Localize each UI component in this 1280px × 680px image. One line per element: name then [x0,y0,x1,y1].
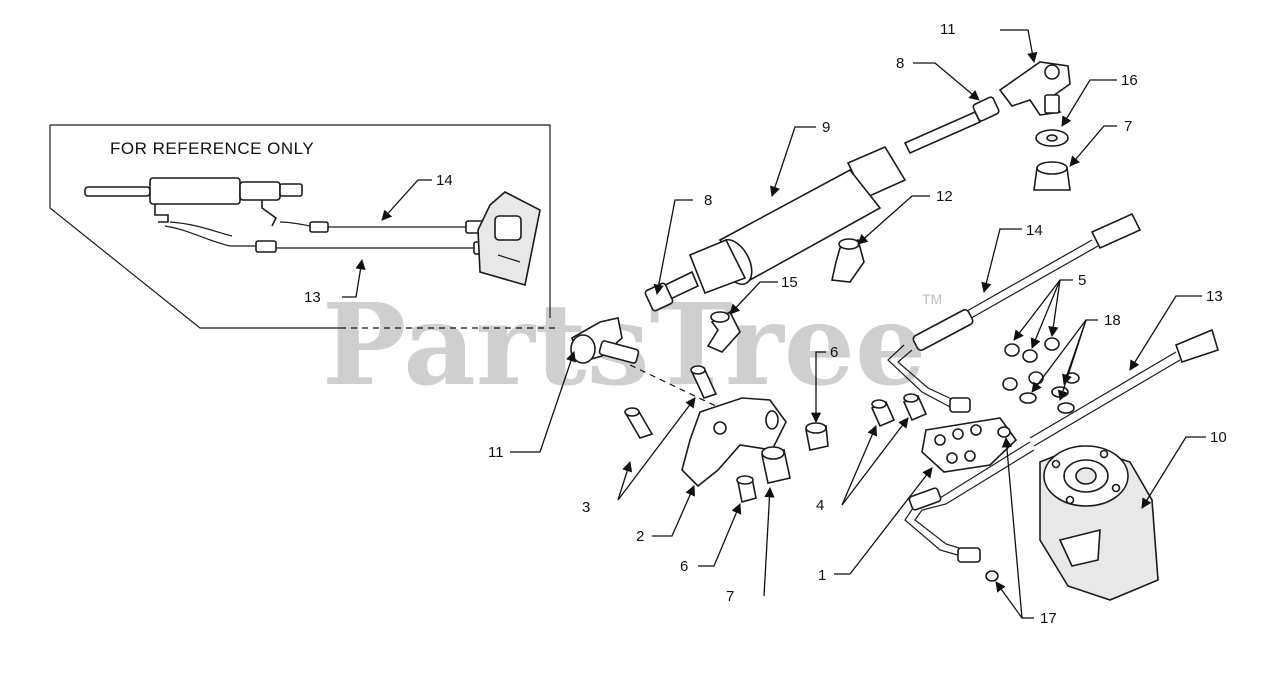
callout-10: 10 [1210,429,1227,446]
steering-cylinder [644,110,982,312]
callout-12: 12 [936,188,953,205]
callout-3: 3 [582,499,590,516]
callout-4: 4 [816,497,824,514]
reference-box-border [50,124,551,318]
leader-lines [342,29,1206,619]
reference-box-border-left [49,125,340,329]
callout-13-right: 13 [1206,288,1223,305]
callout-1: 1 [818,567,826,584]
bolts-3 [624,365,718,439]
callout-8-top: 8 [896,55,904,72]
fittings-4 [870,393,928,428]
watermark-trademark: TM [922,291,942,307]
inset-hoses [164,220,503,255]
watermark: PartsTree TM [322,280,942,411]
callout-8-left: 8 [704,192,712,209]
callout-11-top: 11 [940,21,956,38]
o-rings-17 [985,426,1011,582]
cylinder-rod [903,110,982,155]
callout-9: 9 [822,119,830,136]
callout-14-inset: 14 [436,172,453,189]
reference-box-title: FOR REFERENCE ONLY [110,139,314,158]
nut-8-top [972,96,1000,122]
spacer-6-left [736,475,757,504]
fittings-5 [1002,337,1060,391]
callout-2: 2 [636,528,644,545]
callout-11-left: 11 [488,444,504,461]
callout-14-right: 14 [1026,222,1043,239]
tie-rod-end-left [570,317,746,421]
nut-6-right [805,422,829,451]
elbow-fitting-12 [831,238,865,283]
callout-labels: 11 8 16 7 9 8 12 14 5 13 18 15 6 14 13 1… [304,21,1227,627]
callout-15: 15 [781,274,798,291]
nut-7-bottom [761,446,791,484]
steering-valve [1039,445,1159,601]
hose-14 [887,212,1142,413]
inset-steering-valve [477,191,541,287]
callout-18: 18 [1104,312,1121,329]
valve-block [921,417,1018,473]
callout-17: 17 [1040,610,1057,627]
callout-13-inset: 13 [304,289,321,306]
callout-7-bottom: 7 [726,588,734,605]
tie-rod-end-top [972,61,1071,191]
callout-7-top: 7 [1124,118,1132,135]
callout-6-right: 6 [830,344,838,361]
callout-5: 5 [1078,272,1086,289]
mounting-bracket [681,397,787,488]
inset-steering-cylinder [84,177,303,227]
reference-inset: FOR REFERENCE ONLY [49,124,560,329]
callout-16: 16 [1121,72,1138,89]
hose-13 [904,328,1219,563]
callout-6-left: 6 [680,558,688,575]
